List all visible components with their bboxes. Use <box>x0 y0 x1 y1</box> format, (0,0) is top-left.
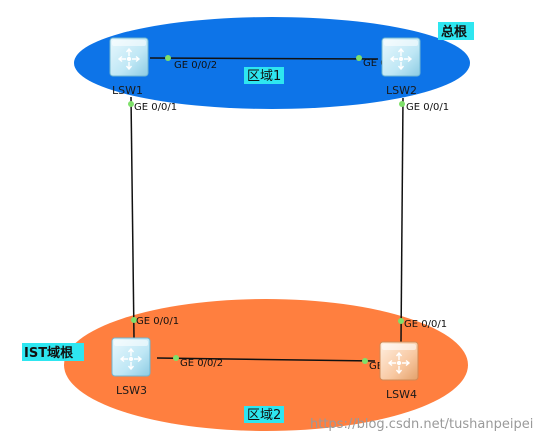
switch-icon <box>109 37 149 77</box>
port-dot <box>131 317 137 323</box>
port-label-lsw3-lsw4-a: GE 0/0/2 <box>180 358 223 369</box>
device-label-lsw2: LSW2 <box>386 84 417 97</box>
device-label-lsw1: LSW1 <box>112 84 143 97</box>
cist-root-tag: 总根 <box>441 24 468 40</box>
port-label-lsw1-lsw2-a: GE 0/0/2 <box>174 60 217 71</box>
switch-icon <box>111 337 151 377</box>
port-label-lsw2-lsw4-a: GE 0/0/1 <box>406 102 449 113</box>
device-lsw3[interactable]: LSW3 <box>111 337 151 397</box>
device-lsw4[interactable]: LSW4 <box>379 341 419 401</box>
region1-label-bg <box>244 67 284 84</box>
port-dot <box>398 318 404 324</box>
device-lsw2[interactable]: LSW2 <box>381 37 421 97</box>
device-label-lsw4: LSW4 <box>386 388 417 401</box>
region2-ellipse <box>64 299 468 431</box>
ist-root-tag-bg <box>22 343 84 361</box>
ist-root-tag: IST域根 <box>24 345 74 361</box>
cist-root-tag-bg <box>438 22 474 40</box>
region1-ellipse <box>74 17 470 109</box>
watermark: https://blog.csdn.net/tushanpeipei <box>310 417 533 432</box>
region1-label: 区域1 <box>247 69 281 84</box>
device-label-lsw3: LSW3 <box>116 384 147 397</box>
region2-label-bg <box>244 406 284 423</box>
switch-icon <box>379 341 419 381</box>
link-lsw2-lsw4 <box>400 97 404 343</box>
port-dot <box>128 101 134 107</box>
link-lsw3-lsw4 <box>156 357 376 362</box>
port-dot <box>356 55 362 61</box>
port-dot <box>173 355 179 361</box>
port-dot <box>399 101 405 107</box>
link-lsw1-lsw3 <box>130 96 135 339</box>
switch-icon <box>381 37 421 77</box>
device-lsw1[interactable]: LSW1 <box>109 37 149 97</box>
port-label-lsw1-lsw3-a: GE 0/0/1 <box>134 102 177 113</box>
region2-label: 区域2 <box>247 408 281 423</box>
port-label-lsw1-lsw3-b: GE 0/0/1 <box>136 316 179 327</box>
port-dot <box>362 358 368 364</box>
link-lsw1-lsw2 <box>149 57 379 60</box>
port-dot <box>165 55 171 61</box>
port-label-lsw2-lsw4-b: GE 0/0/1 <box>404 319 447 330</box>
